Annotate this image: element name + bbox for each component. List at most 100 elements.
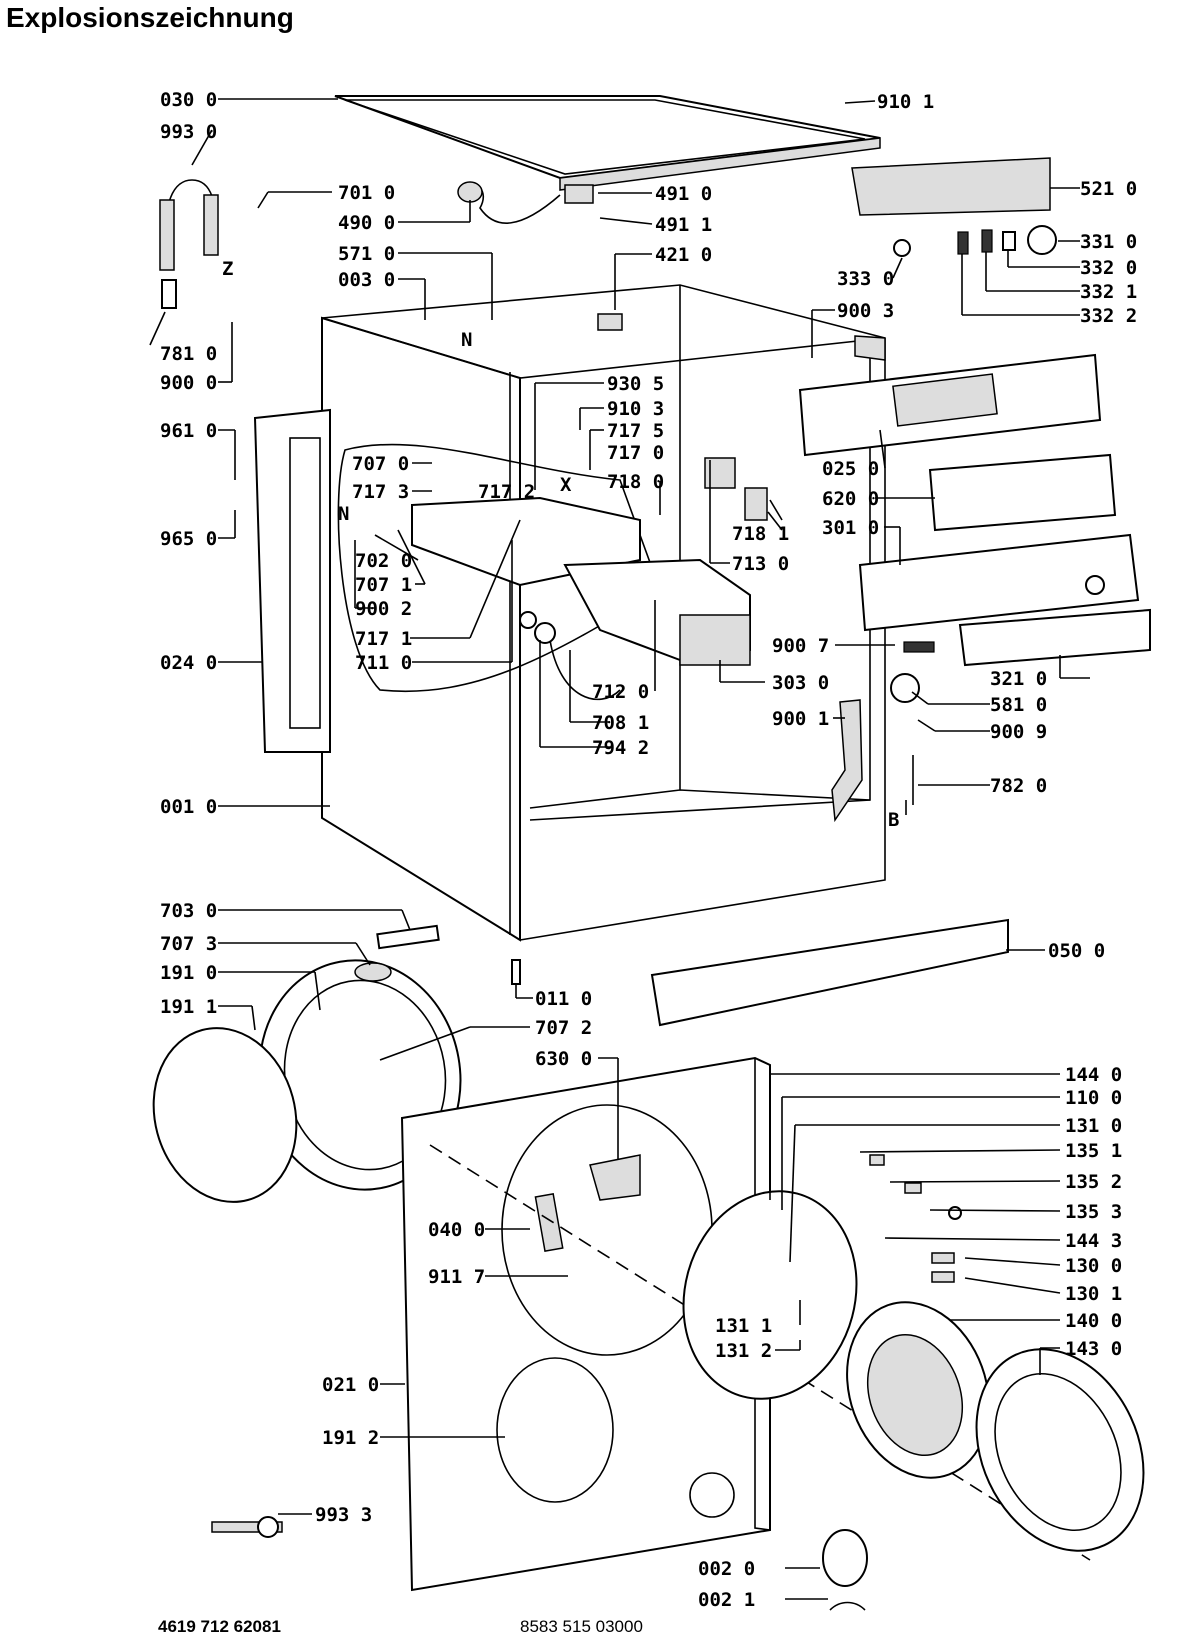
- label-332-1: 332 1: [1080, 281, 1137, 303]
- label-910-3: 910 3: [607, 398, 664, 420]
- marker-n-dispenser: N: [338, 503, 349, 525]
- label-332-2: 332 2: [1080, 305, 1137, 327]
- label-717-2: 717 2: [478, 481, 535, 503]
- label-321-0: 321 0: [990, 668, 1047, 690]
- label-191-1: 191 1: [160, 996, 217, 1018]
- label-110-0: 110 0: [1065, 1087, 1122, 1109]
- label-900-3: 900 3: [837, 300, 894, 322]
- label-191-0: 191 0: [160, 962, 217, 984]
- label-135-3: 135 3: [1065, 1201, 1122, 1223]
- label-040-0: 040 0: [428, 1219, 485, 1241]
- label-421-0: 421 0: [655, 244, 712, 266]
- label-003-0: 003 0: [338, 269, 395, 291]
- label-781-0: 781 0: [160, 343, 217, 365]
- label-333-0: 333 0: [837, 268, 894, 290]
- label-140-0: 140 0: [1065, 1310, 1122, 1332]
- label-961-0: 961 0: [160, 420, 217, 442]
- label-491-1: 491 1: [655, 214, 712, 236]
- label-794-2: 794 2: [592, 737, 649, 759]
- label-144-0: 144 0: [1065, 1064, 1122, 1086]
- label-490-0: 490 0: [338, 212, 395, 234]
- label-717-5: 717 5: [607, 420, 664, 442]
- label-717-1: 717 1: [355, 628, 412, 650]
- label-331-0: 331 0: [1080, 231, 1137, 253]
- label-717-0: 717 0: [607, 442, 664, 464]
- label-707-1: 707 1: [355, 574, 412, 596]
- label-708-1: 708 1: [592, 712, 649, 734]
- label-002-0: 002 0: [698, 1558, 755, 1580]
- marker-z: Z: [222, 258, 233, 280]
- label-707-2: 707 2: [535, 1017, 592, 1039]
- label-301-0: 301 0: [822, 517, 879, 539]
- frame-body: [321, 284, 886, 942]
- label-630-0: 630 0: [535, 1048, 592, 1070]
- marker-b: B: [888, 809, 899, 831]
- label-900-7: 900 7: [772, 635, 829, 657]
- label-900-9: 900 9: [990, 721, 1047, 743]
- label-135-2: 135 2: [1065, 1171, 1122, 1193]
- label-965-0: 965 0: [160, 528, 217, 550]
- label-911-7: 911 7: [428, 1266, 485, 1288]
- label-135-1: 135 1: [1065, 1140, 1122, 1162]
- label-713-0: 713 0: [732, 553, 789, 575]
- footer-center-code: 8583 515 03000: [520, 1617, 643, 1636]
- label-491-0: 491 0: [655, 183, 712, 205]
- label-131-0: 131 0: [1065, 1115, 1122, 1137]
- front-kick-panel: [650, 918, 1009, 1027]
- label-332-0: 332 0: [1080, 257, 1137, 279]
- label-303-0: 303 0: [772, 672, 829, 694]
- label-021-0: 021 0: [322, 1374, 379, 1396]
- page-title: Explosionszeichnung: [6, 2, 294, 33]
- label-782-0: 782 0: [990, 775, 1047, 797]
- label-011-0: 011 0: [535, 988, 592, 1010]
- label-910-1: 910 1: [877, 91, 934, 113]
- label-718-1: 718 1: [732, 523, 789, 545]
- label-521-0: 521 0: [1080, 178, 1137, 200]
- door-assembly: [682, 1154, 1145, 1552]
- label-993-3: 993 3: [315, 1504, 372, 1526]
- control-panel: [798, 353, 1151, 667]
- footer-left-code: 4619 712 62081: [158, 1617, 281, 1636]
- marker-x: X: [560, 474, 572, 496]
- label-191-2: 191 2: [322, 1427, 379, 1449]
- label-707-3: 707 3: [160, 933, 217, 955]
- label-024-0: 024 0: [160, 652, 217, 674]
- label-025-0: 025 0: [822, 458, 879, 480]
- label-131-2: 131 2: [715, 1340, 772, 1362]
- leader-lines: [149, 98, 1090, 1600]
- label-717-3: 717 3: [352, 481, 409, 503]
- label-581-0: 581 0: [990, 694, 1047, 716]
- side-panel: [253, 408, 331, 753]
- label-130-0: 130 0: [1065, 1255, 1122, 1277]
- label-050-0: 050 0: [1048, 940, 1105, 962]
- label-002-1: 002 1: [698, 1589, 755, 1611]
- label-703-0: 703 0: [160, 900, 217, 922]
- label-143-0: 143 0: [1065, 1338, 1122, 1360]
- label-702-0: 702 0: [355, 550, 412, 572]
- detergent-tray-small-parts: [457, 157, 1057, 521]
- label-900-2: 900 2: [355, 598, 412, 620]
- label-711-0: 711 0: [355, 652, 412, 674]
- label-900-1: 900 1: [772, 708, 829, 730]
- label-707-0: 707 0: [352, 453, 409, 475]
- front-panel: [400, 1056, 1091, 1592]
- label-712-0: 712 0: [592, 681, 649, 703]
- label-993-0: 993 0: [160, 121, 217, 143]
- label-030-0: 030 0: [160, 89, 217, 111]
- top-cover: [334, 95, 881, 191]
- part-number-labels: 030 0 993 0 701 0 490 0 571 0 003 0 781 …: [160, 89, 1137, 1611]
- label-718-0: 718 0: [607, 471, 664, 493]
- hose-spring: [159, 179, 219, 309]
- label-131-1: 131 1: [715, 1315, 772, 1337]
- label-144-3: 144 3: [1065, 1230, 1122, 1252]
- label-571-0: 571 0: [338, 243, 395, 265]
- label-130-1: 130 1: [1065, 1283, 1122, 1305]
- label-001-0: 001 0: [160, 796, 217, 818]
- detergent-dispenser-callout: [337, 443, 751, 701]
- pressure-switch-parts: [831, 641, 935, 823]
- label-701-0: 701 0: [338, 182, 395, 204]
- label-620-0: 620 0: [822, 488, 879, 510]
- drain-filter-parts: [211, 1516, 868, 1611]
- marker-n-top: N: [461, 329, 472, 351]
